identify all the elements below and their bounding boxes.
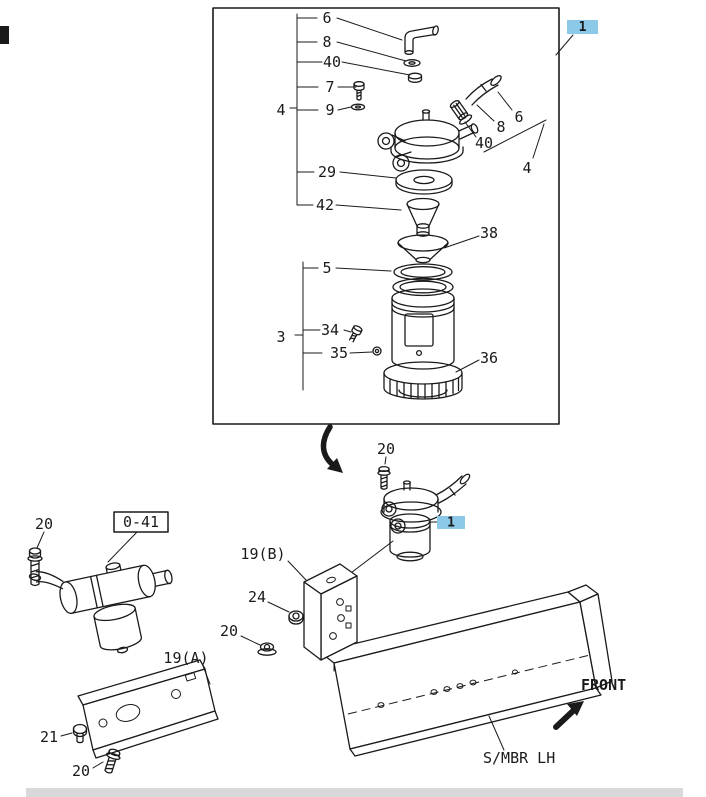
nut-24 (288, 610, 304, 625)
gasket-plate-29 (395, 169, 453, 195)
callout-bracket-lines (289, 13, 323, 391)
callout-19a: 19(A) (163, 649, 208, 667)
bolt-21 (72, 723, 88, 744)
callout-leader-lines (335, 17, 547, 373)
callout-36: 36 (480, 349, 498, 367)
front-direction-arrow (553, 701, 584, 730)
elbow-fitting-6 (404, 25, 439, 55)
pump-assembly-0-41 (28, 562, 173, 654)
callout-38: 38 (480, 224, 498, 242)
highlight-marker-box[interactable] (437, 516, 465, 529)
inset-frame (212, 7, 560, 425)
inset-exploded-view: 6 8 40 7 9 4 29 42 38 5 3 34 35 36 8 6 4… (212, 7, 598, 425)
continuation-arrow (320, 424, 343, 473)
callout-20-left: 20 (35, 515, 53, 533)
washer-9 (350, 103, 366, 111)
highlight-marker-label: 1 (579, 20, 587, 35)
element-42 (406, 197, 440, 237)
callout-29: 29 (318, 163, 336, 181)
callout-42: 42 (316, 196, 334, 214)
callout-19b: 19(B) (240, 545, 285, 563)
callout-24: 24 (248, 588, 266, 606)
highlight-marker-top[interactable]: 1 (567, 20, 598, 35)
callout-34: 34 (321, 321, 339, 339)
member-label-leader (488, 715, 505, 751)
callout-5: 5 (322, 259, 331, 277)
front-label: FRONT (581, 676, 626, 694)
nut-40 (407, 72, 423, 83)
o-rings-5 (392, 263, 454, 297)
nut-20-mid (257, 642, 277, 656)
lower-filter-assembly (334, 456, 471, 586)
bolt-7 (353, 81, 365, 101)
callout-8-right: 8 (496, 118, 505, 136)
washer-8 (403, 59, 421, 67)
callout-20-bottom: 20 (72, 762, 90, 780)
fuel-hose (465, 74, 502, 106)
callout-8-top: 8 (322, 33, 331, 51)
pump-leaders (36, 531, 138, 563)
bolt-20-left (27, 547, 43, 587)
member-label: S/MBR LH (483, 749, 555, 767)
callout-4-left: 4 (276, 101, 285, 119)
marker-leader-top (555, 34, 574, 56)
highlight-marker-box[interactable] (567, 20, 598, 34)
bracket-19a (77, 659, 219, 759)
bracket-19b-holes (329, 598, 352, 640)
joint-connector-fitting (449, 99, 473, 125)
horizontal-scrollbar[interactable] (26, 788, 683, 797)
callout-4-right: 4 (522, 159, 531, 177)
callout-3: 3 (276, 328, 285, 346)
cone-38 (397, 234, 449, 264)
bracket-19b-leaders (240, 560, 307, 646)
highlight-marker-lower[interactable]: 1 (437, 516, 465, 531)
callout-9: 9 (325, 101, 334, 119)
filter-head-assembly (377, 109, 479, 172)
callout-6-top: 6 (322, 9, 331, 27)
highlight-marker-label: 1 (447, 516, 455, 531)
page-edge-tab (0, 26, 9, 44)
bracket-19a-leaders (60, 665, 211, 769)
ring-nut-36 (383, 361, 463, 400)
bolt-20-bottom (104, 748, 121, 774)
callout-7: 7 (325, 78, 334, 96)
washer-35 (372, 346, 382, 356)
frame-rail (319, 584, 613, 757)
callout-35: 35 (330, 344, 348, 362)
ref-box-0-41[interactable] (113, 511, 169, 533)
callout-6-right: 6 (514, 108, 523, 126)
bracket-19b (303, 563, 358, 661)
filter-bowl (391, 288, 455, 370)
callout-40-top: 40 (323, 53, 341, 71)
callout-21: 21 (40, 728, 58, 746)
callout-20-mid: 20 (220, 622, 238, 640)
callout-0-41: 0-41 (123, 513, 159, 531)
rail-holes (377, 669, 518, 708)
callout-40-right: 40 (475, 134, 493, 152)
bolt-34 (348, 325, 363, 343)
callout-20-filter: 20 (377, 440, 395, 458)
